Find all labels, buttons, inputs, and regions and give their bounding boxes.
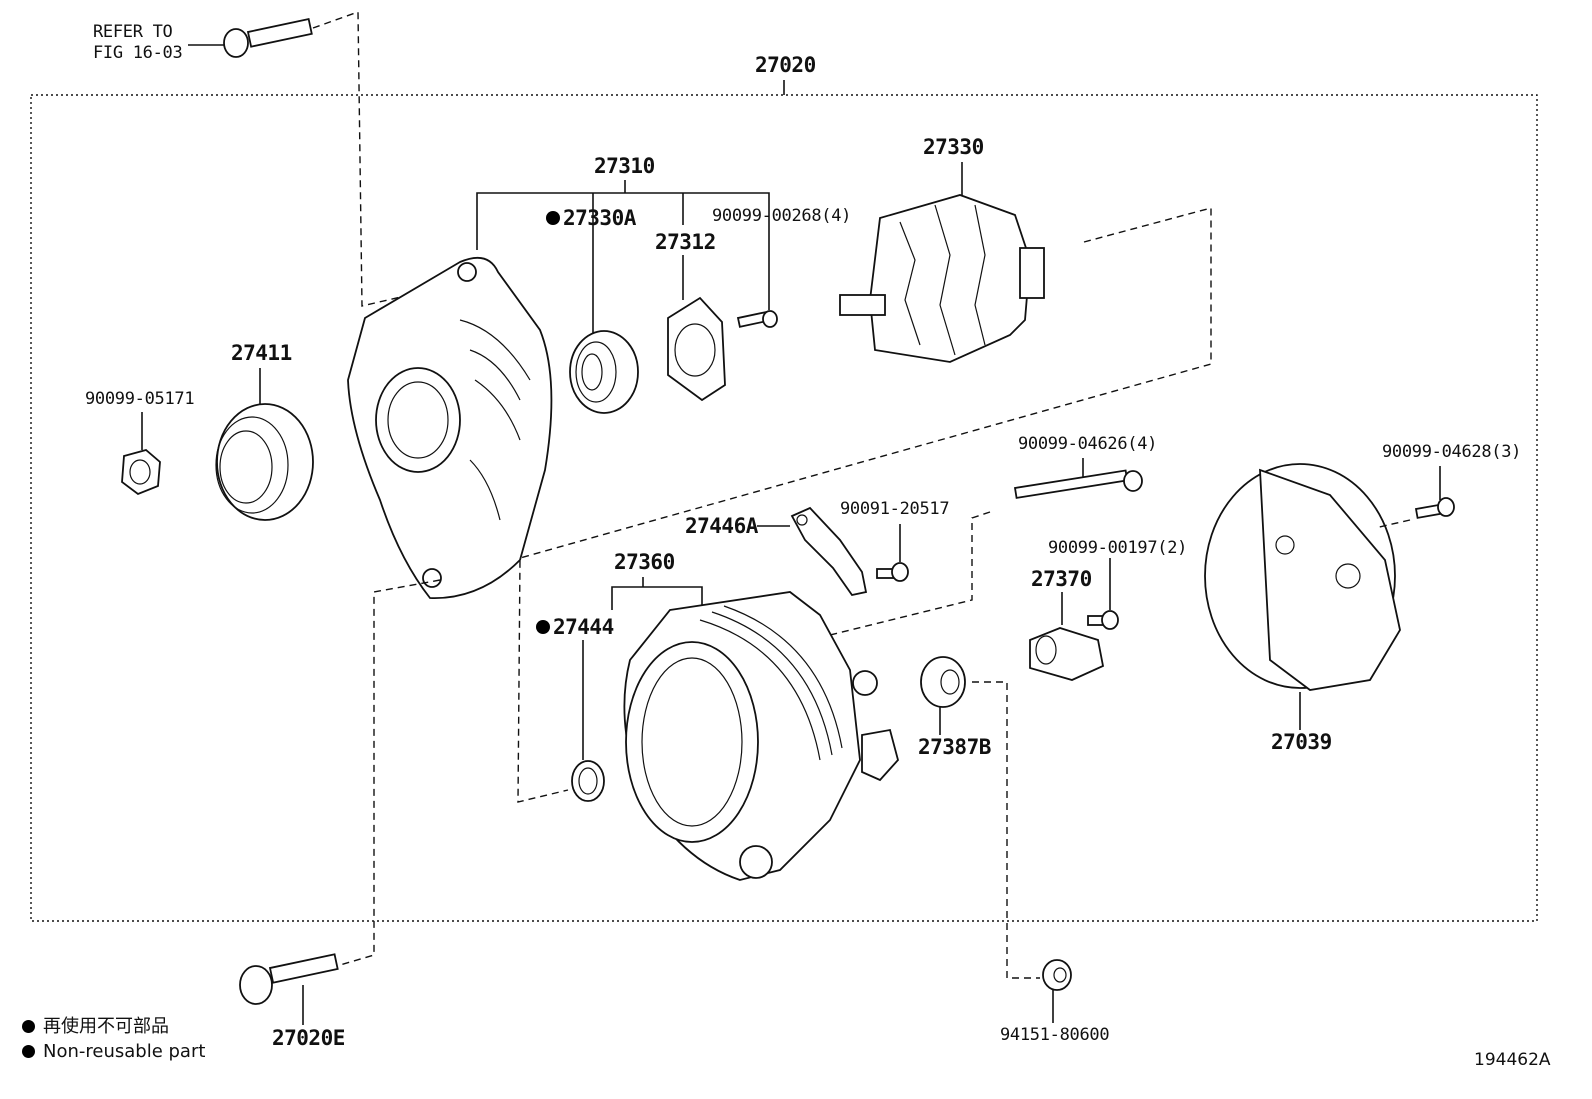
refer-bolt-part xyxy=(188,18,313,58)
washer-part xyxy=(571,760,605,802)
legend-dot-icon xyxy=(22,1045,35,1058)
bolt-20517-part xyxy=(876,562,909,582)
screw-00268-part xyxy=(736,310,778,328)
legend-japanese: 再使用不可部品 xyxy=(22,1018,169,1036)
rotor-part xyxy=(839,194,1045,363)
nut-80600-part xyxy=(1042,959,1072,991)
assembly-frame xyxy=(30,94,1538,922)
bearing-part xyxy=(569,330,639,414)
rear-frame-part xyxy=(623,591,899,881)
refer-note-line2: FIG 16-03 xyxy=(93,43,183,63)
non-reusable-dot-icon xyxy=(546,211,560,225)
label-27310: 27310 xyxy=(594,154,655,178)
regulator-part xyxy=(1029,627,1105,681)
non-reusable-dot-icon xyxy=(536,620,550,634)
bolt-04628-part xyxy=(1414,497,1455,519)
label-90099-04628: 90099-04628(3) xyxy=(1382,442,1522,462)
label-27370: 27370 xyxy=(1031,567,1092,591)
insulator-part xyxy=(920,656,966,708)
stay-part xyxy=(790,506,868,597)
legend-dot-icon xyxy=(22,1020,35,1033)
label-27020: 27020 xyxy=(755,53,816,77)
label-27387B: 27387B xyxy=(918,735,991,759)
drive-end-frame-part xyxy=(347,256,553,599)
retainer-plate-part xyxy=(667,296,726,402)
label-27360: 27360 xyxy=(614,550,675,574)
label-27020E: 27020E xyxy=(272,1026,345,1050)
label-27039: 27039 xyxy=(1271,730,1332,754)
label-90091-20517: 90091-20517 xyxy=(840,499,950,519)
label-27444: 27444 xyxy=(536,617,614,638)
screw-00197-part xyxy=(1087,610,1119,630)
label-27312: 27312 xyxy=(655,230,716,254)
label-27330A: 27330A xyxy=(546,208,636,229)
label-27446A: 27446A xyxy=(685,514,758,538)
pulley-part xyxy=(215,403,314,521)
bolt-27020E-part xyxy=(239,953,339,1005)
label-90099-04626: 90099-04626(4) xyxy=(1018,434,1158,454)
label-90099-05171: 90099-05171 xyxy=(85,389,195,409)
rear-cover-part xyxy=(1204,463,1401,691)
legend-english: Non-reusable part xyxy=(22,1043,205,1061)
label-27411: 27411 xyxy=(231,341,292,365)
through-bolt-part xyxy=(1013,469,1143,499)
refer-note-line1: REFER TO xyxy=(93,22,173,42)
label-94151-80600: 94151-80600 xyxy=(1000,1025,1110,1045)
label-90099-00268: 90099-00268(4) xyxy=(712,206,852,226)
figure-id: 194462A xyxy=(1474,1050,1551,1070)
label-27330: 27330 xyxy=(923,135,984,159)
pulley-nut-part xyxy=(121,449,161,496)
label-90099-00197: 90099-00197(2) xyxy=(1048,538,1188,558)
